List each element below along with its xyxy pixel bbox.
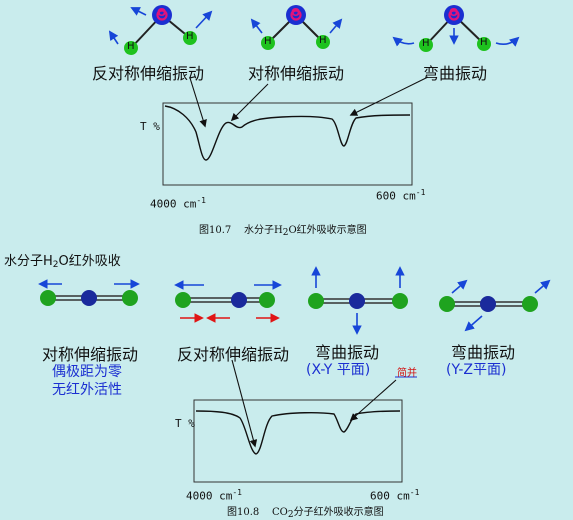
oxygen-atom [152, 5, 172, 25]
pointer-arrow [349, 76, 429, 116]
oxygen-atom [175, 292, 191, 308]
x-axis-right-label: 600 cm-1 [370, 488, 420, 503]
note-zero-dipole: 偶极距为零 [52, 364, 122, 380]
co2-molecule-symmetric [38, 279, 140, 306]
mode-label-antisymmetric-stretch: 反对称伸缩振动 [177, 345, 290, 364]
carbon-atom [349, 293, 365, 309]
spectrum-frame [162, 102, 413, 186]
pointer-arrow [231, 359, 258, 448]
oxygen-atom [444, 5, 464, 25]
co2-molecule-bending-xy [308, 266, 408, 335]
figure-caption-water: 图10.7 水分子H2O红外吸收示意图 [199, 225, 367, 238]
oxygen-atom [439, 296, 455, 312]
hydrogen-atom [183, 31, 197, 45]
degenerate-label: 简并 [397, 368, 417, 379]
oxygen-atom [122, 290, 138, 306]
mode-label-antisymmetric-stretch: 反对称伸缩振动 [92, 64, 205, 83]
atom-label-hydrogen: H [186, 31, 194, 42]
oxygen-atom [392, 293, 408, 309]
spectrum-frame [193, 399, 403, 483]
atom-label-hydrogen: H [480, 37, 488, 48]
water-ir-spectrum [162, 76, 429, 186]
water-molecule-antisymmetric [108, 5, 213, 55]
hydrogen-atom [124, 41, 138, 55]
oxygen-atom [522, 296, 538, 312]
plane-label-xy: (X-Y 平面) [306, 362, 371, 378]
section-heading: 水分子H2O红外吸收 [4, 254, 121, 270]
mode-label-symmetric-stretch: 对称伸缩振动 [248, 64, 345, 83]
hydrogen-atom [316, 35, 330, 49]
pointer-arrow [189, 77, 207, 128]
oxygen-atom [40, 290, 56, 306]
y-axis-label: T % [175, 417, 195, 430]
atom-label-hydrogen: H [264, 36, 272, 47]
spectrum-curve [164, 105, 411, 161]
pointer-arrow [349, 379, 397, 422]
oxygen-atom [286, 5, 306, 25]
x-axis-left-label: 4000 cm-1 [186, 488, 242, 503]
co2-ir-spectrum [193, 359, 417, 483]
mode-label-symmetric-stretch: 对称伸缩振动 [42, 345, 139, 364]
carbon-atom [480, 296, 496, 312]
atom-label-hydrogen: H [319, 35, 327, 46]
mode-label-bending: 弯曲振动 [423, 64, 488, 83]
oxygen-atom [259, 292, 275, 308]
mode-label-bending-yz: 弯曲振动 [451, 343, 516, 362]
atom-label-oxygen: O [157, 6, 167, 19]
carbon-atom [231, 292, 247, 308]
figure-caption-co2: 图10.8 CO2分子红外吸收示意图 [227, 507, 384, 520]
carbon-atom [81, 290, 97, 306]
atom-label-hydrogen: H [127, 41, 135, 52]
x-axis-left-label: 4000 cm-1 [150, 196, 206, 211]
co2-molecule-bending-yz [439, 279, 551, 332]
atom-label-oxygen: O [291, 6, 301, 19]
pointer-arrow [230, 83, 269, 122]
water-molecule-bending [392, 5, 520, 52]
spectrum-curve [195, 410, 401, 455]
hydrogen-atom [261, 36, 275, 50]
atom-label-hydrogen: H [422, 38, 430, 49]
hydrogen-atom [477, 37, 491, 51]
water-molecule-symmetric [250, 5, 343, 50]
hydrogen-atom [419, 38, 433, 52]
note-ir-inactive: 无红外活性 [52, 382, 122, 398]
oxygen-atom [308, 293, 324, 309]
y-axis-label: T % [140, 120, 160, 133]
mode-label-bending-xy: 弯曲振动 [315, 343, 380, 362]
co2-molecule-antisymmetric [174, 280, 282, 323]
x-axis-right-label: 600 cm-1 [376, 188, 426, 203]
atom-label-oxygen: O [449, 6, 459, 19]
plane-label-yz: (Y-Z平面) [446, 362, 507, 378]
